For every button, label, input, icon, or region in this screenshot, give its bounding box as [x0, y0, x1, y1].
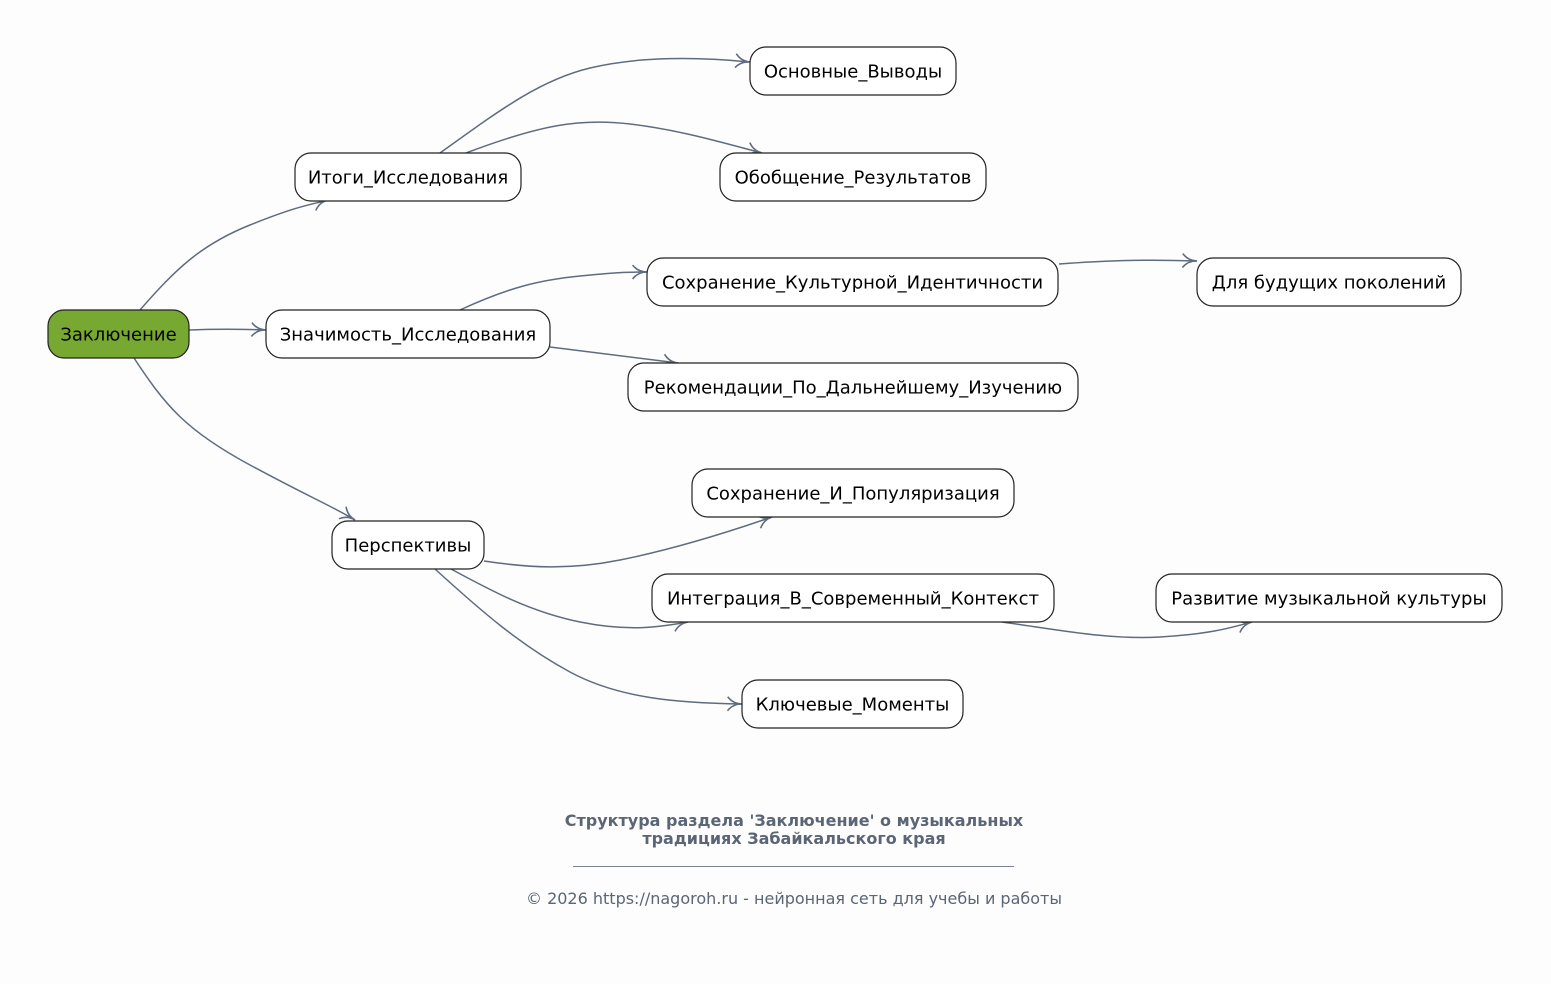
- node-osn[interactable]: Основные_Выводы: [749, 46, 957, 96]
- node-box: [749, 46, 957, 96]
- edge-itogi-obob: [465, 121, 763, 157]
- node-box: [691, 468, 1015, 518]
- node-box: [331, 520, 485, 570]
- node-box: [1155, 573, 1503, 623]
- diagram-title-line1: Структура раздела 'Заключение' о музыкал…: [564, 811, 1024, 830]
- node-label: Рекомендации_По_Дальнейшему_Изучению: [644, 378, 1062, 399]
- node-label: Развитие музыкальной культуры: [1171, 589, 1486, 610]
- node-label: Интеграция_В_Современный_Контекст: [667, 589, 1039, 610]
- node-rekom[interactable]: Рекомендации_По_Дальнейшему_Изучению: [627, 362, 1079, 412]
- node-dlyaBud[interactable]: Для будущих поколений: [1196, 257, 1462, 307]
- diagram-title: Структура раздела 'Заключение' о музыкал…: [0, 812, 1551, 848]
- node-obob[interactable]: Обобщение_Результатов: [719, 152, 987, 202]
- node-razv[interactable]: Развитие музыкальной культуры: [1155, 573, 1503, 623]
- edge-line: [483, 516, 773, 568]
- edge-sohrKI-dlyaBud: [1058, 253, 1198, 269]
- edge-line: [1058, 259, 1198, 265]
- node-label: Перспективы: [345, 536, 472, 557]
- node-label: Значимость_Исследования: [280, 325, 536, 346]
- node-znach[interactable]: Значимость_Исследования: [265, 309, 551, 359]
- node-zakl[interactable]: Заключение: [47, 309, 190, 359]
- edge-line: [439, 57, 751, 154]
- edge-line: [459, 271, 648, 311]
- edge-line: [450, 568, 689, 629]
- divider: [573, 866, 1014, 867]
- edge-zakl-znach: [188, 322, 267, 337]
- edge-zakl-persp: [133, 357, 356, 521]
- node-label: Сохранение_И_Популяризация: [706, 484, 999, 505]
- node-box: [651, 573, 1055, 623]
- node-label: Обобщение_Результатов: [735, 168, 972, 189]
- node-label: Сохранение_Культурной_Идентичности: [662, 273, 1043, 294]
- node-box: [719, 152, 987, 202]
- edge-line: [1001, 621, 1253, 639]
- node-label: Для будущих поколений: [1212, 273, 1446, 294]
- node-label: Ключевые_Моменты: [756, 695, 950, 716]
- edge-line: [465, 121, 763, 154]
- node-box: [265, 309, 551, 359]
- node-itogi[interactable]: Итоги_Исследования: [294, 152, 522, 202]
- edge-zakl-itogi: [139, 196, 329, 311]
- node-box: [646, 257, 1059, 307]
- node-box: [741, 679, 964, 729]
- diagram-title-line2: традициях Забайкальского края: [642, 829, 946, 848]
- edge-line: [133, 357, 356, 521]
- edge-znach-sohrKI: [459, 264, 648, 311]
- arrowhead-icon: [338, 506, 356, 521]
- node-integ[interactable]: Интеграция_В_Современный_Контекст: [651, 573, 1055, 623]
- node-persp[interactable]: Перспективы: [331, 520, 485, 570]
- edge-line: [549, 346, 679, 364]
- node-sohrIP[interactable]: Сохранение_И_Популяризация: [691, 468, 1015, 518]
- node-box: [1196, 257, 1462, 307]
- edge-line: [188, 328, 267, 331]
- edge-persp-sohrIP: [483, 514, 773, 568]
- node-label: Основные_Выводы: [764, 62, 942, 83]
- node-sohrKI[interactable]: Сохранение_Культурной_Идентичности: [646, 257, 1059, 307]
- node-klyuch[interactable]: Ключевые_Моменты: [741, 679, 964, 729]
- arrowhead-icon: [1181, 253, 1198, 269]
- edge-line: [434, 568, 743, 705]
- node-box: [47, 309, 190, 359]
- edge-line: [139, 199, 329, 311]
- node-label: Заключение: [60, 325, 176, 346]
- node-box: [627, 362, 1079, 412]
- nodes-layer: Заключение Итоги_ИсследованияЗначимость_И…: [47, 46, 1503, 729]
- footer-credit: © 2026 https://nagoroh.ru - нейронная се…: [525, 889, 1062, 908]
- node-box: [294, 152, 522, 202]
- node-label: Итоги_Исследования: [308, 168, 508, 189]
- edges-layer: [133, 53, 1253, 712]
